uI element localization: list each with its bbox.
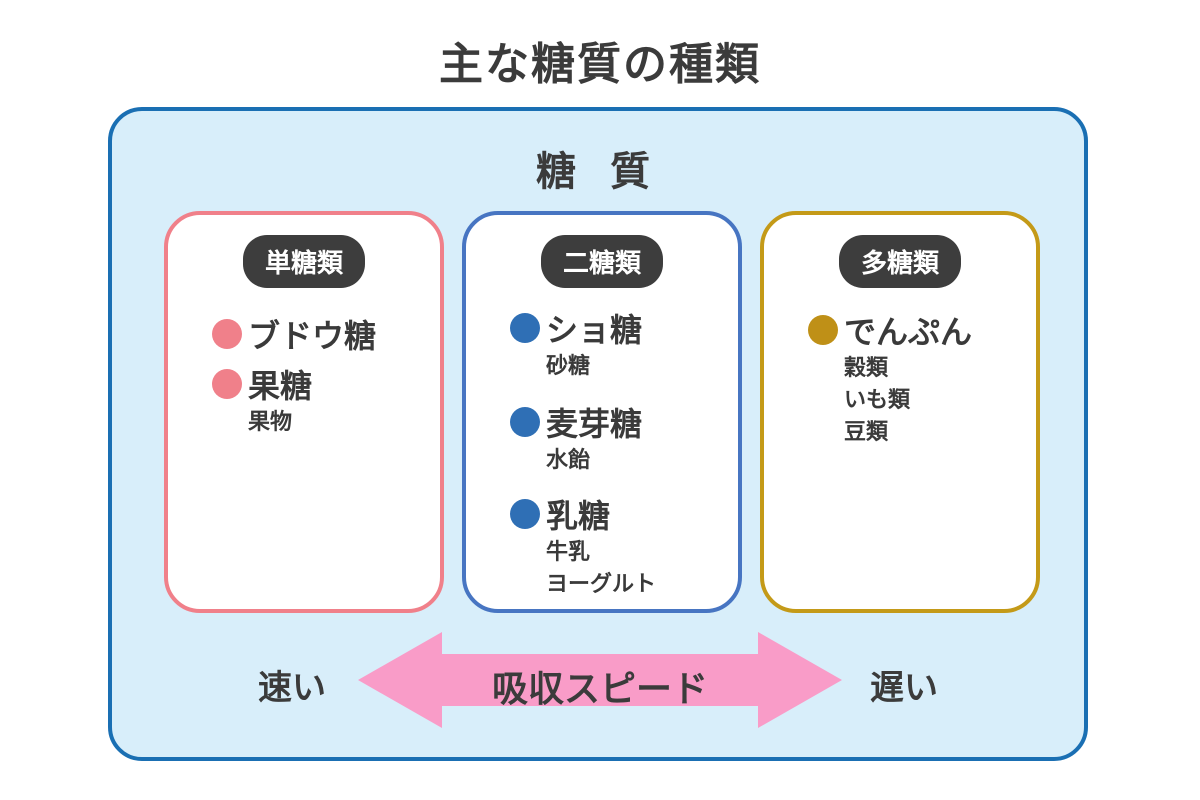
double-arrow-icon [358, 632, 842, 728]
item-name: ブドウ糖 [248, 317, 377, 355]
item-name: 麦芽糖 [546, 405, 643, 443]
bullet-dot-icon [808, 315, 838, 345]
fast-label: 速い [258, 668, 326, 708]
item-example: 穀類 [844, 356, 889, 381]
disaccharide-badge: 二糖類 [540, 235, 664, 288]
item-example: 豆類 [844, 420, 889, 445]
item-name: でんぷん [844, 313, 973, 351]
bullet-dot-icon [510, 407, 540, 437]
carbohydrate-label: 糖 質 [536, 149, 660, 195]
item-name: 乳糖 [546, 497, 611, 535]
polysaccharide-badge: 多糖類 [838, 235, 962, 288]
slow-label: 遅い [870, 668, 938, 708]
item-maltose: 麦芽糖 水飴 [510, 399, 642, 477]
diagram-title: 主な糖質の種類 [439, 39, 761, 90]
item-lactose: 乳糖 牛乳 ヨーグルト [510, 491, 656, 601]
disaccharide-card: 二糖類 ショ糖 砂糖 麦芽糖 水飴 乳糖 牛乳 ヨーグルト [462, 211, 742, 613]
item-fructose: 果糖 果物 [212, 361, 312, 439]
bullet-dot-icon [212, 369, 242, 399]
bullet-dot-icon [212, 319, 242, 349]
item-glucose: ブドウ糖 [212, 311, 376, 357]
monosaccharide-badge: 単糖類 [242, 235, 366, 288]
item-example: 果物 [248, 410, 293, 435]
item-starch: でんぷん 穀類 いも類 豆類 [808, 307, 972, 449]
bullet-dot-icon [510, 499, 540, 529]
monosaccharide-card: 単糖類 ブドウ糖 果糖 果物 [164, 211, 444, 613]
item-example: いも類 [844, 388, 911, 413]
item-name: 果糖 [248, 367, 313, 405]
item-sucrose: ショ糖 砂糖 [510, 305, 642, 383]
item-example: 水飴 [546, 448, 591, 473]
item-example: 牛乳 [546, 540, 591, 565]
carbohydrate-container: 糖 質 単糖類 ブドウ糖 果糖 果物 二糖類 ショ糖 砂糖 [108, 107, 1088, 761]
bullet-dot-icon [510, 313, 540, 343]
item-example: ヨーグルト [546, 572, 657, 597]
item-example: 砂糖 [546, 354, 591, 379]
item-name: ショ糖 [546, 311, 643, 349]
polysaccharide-card: 多糖類 でんぷん 穀類 いも類 豆類 [760, 211, 1040, 613]
absorption-speed-label: 吸収スピード [491, 669, 708, 710]
